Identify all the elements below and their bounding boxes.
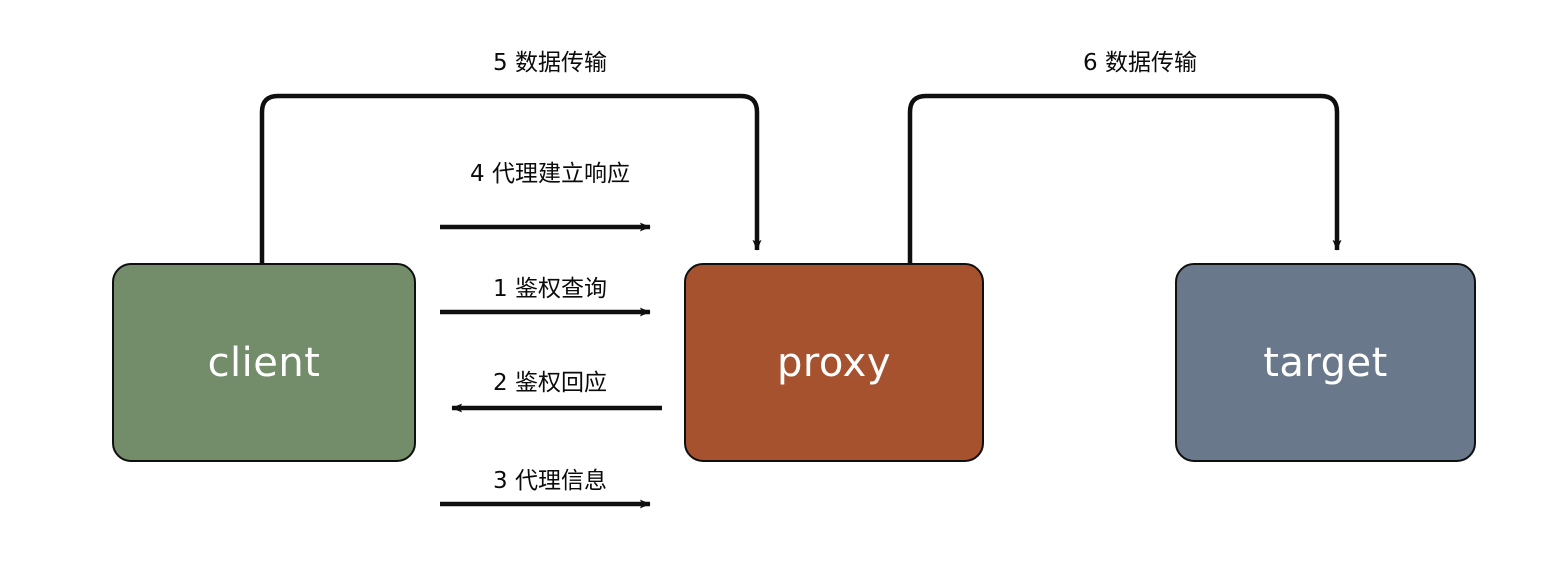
node-proxy[interactable]: proxy [684,263,984,462]
edge-label-2: 2 鉴权回应 [493,370,607,396]
edge-label-6: 6 数据传输 [1083,50,1197,76]
node-proxy-label: proxy [776,339,892,386]
node-target[interactable]: target [1175,263,1476,462]
edge-label-4: 4 代理建立响应 [470,161,630,187]
node-client[interactable]: client [112,263,416,462]
connector-edge-6 [907,93,1342,263]
connector-edge-5 [259,93,762,263]
edge-label-1: 1 鉴权查询 [493,276,607,302]
node-target-label: target [1263,339,1388,386]
edge-label-3: 3 代理信息 [493,468,607,494]
node-client-label: client [207,339,321,386]
edge-label-5: 5 数据传输 [493,50,607,76]
